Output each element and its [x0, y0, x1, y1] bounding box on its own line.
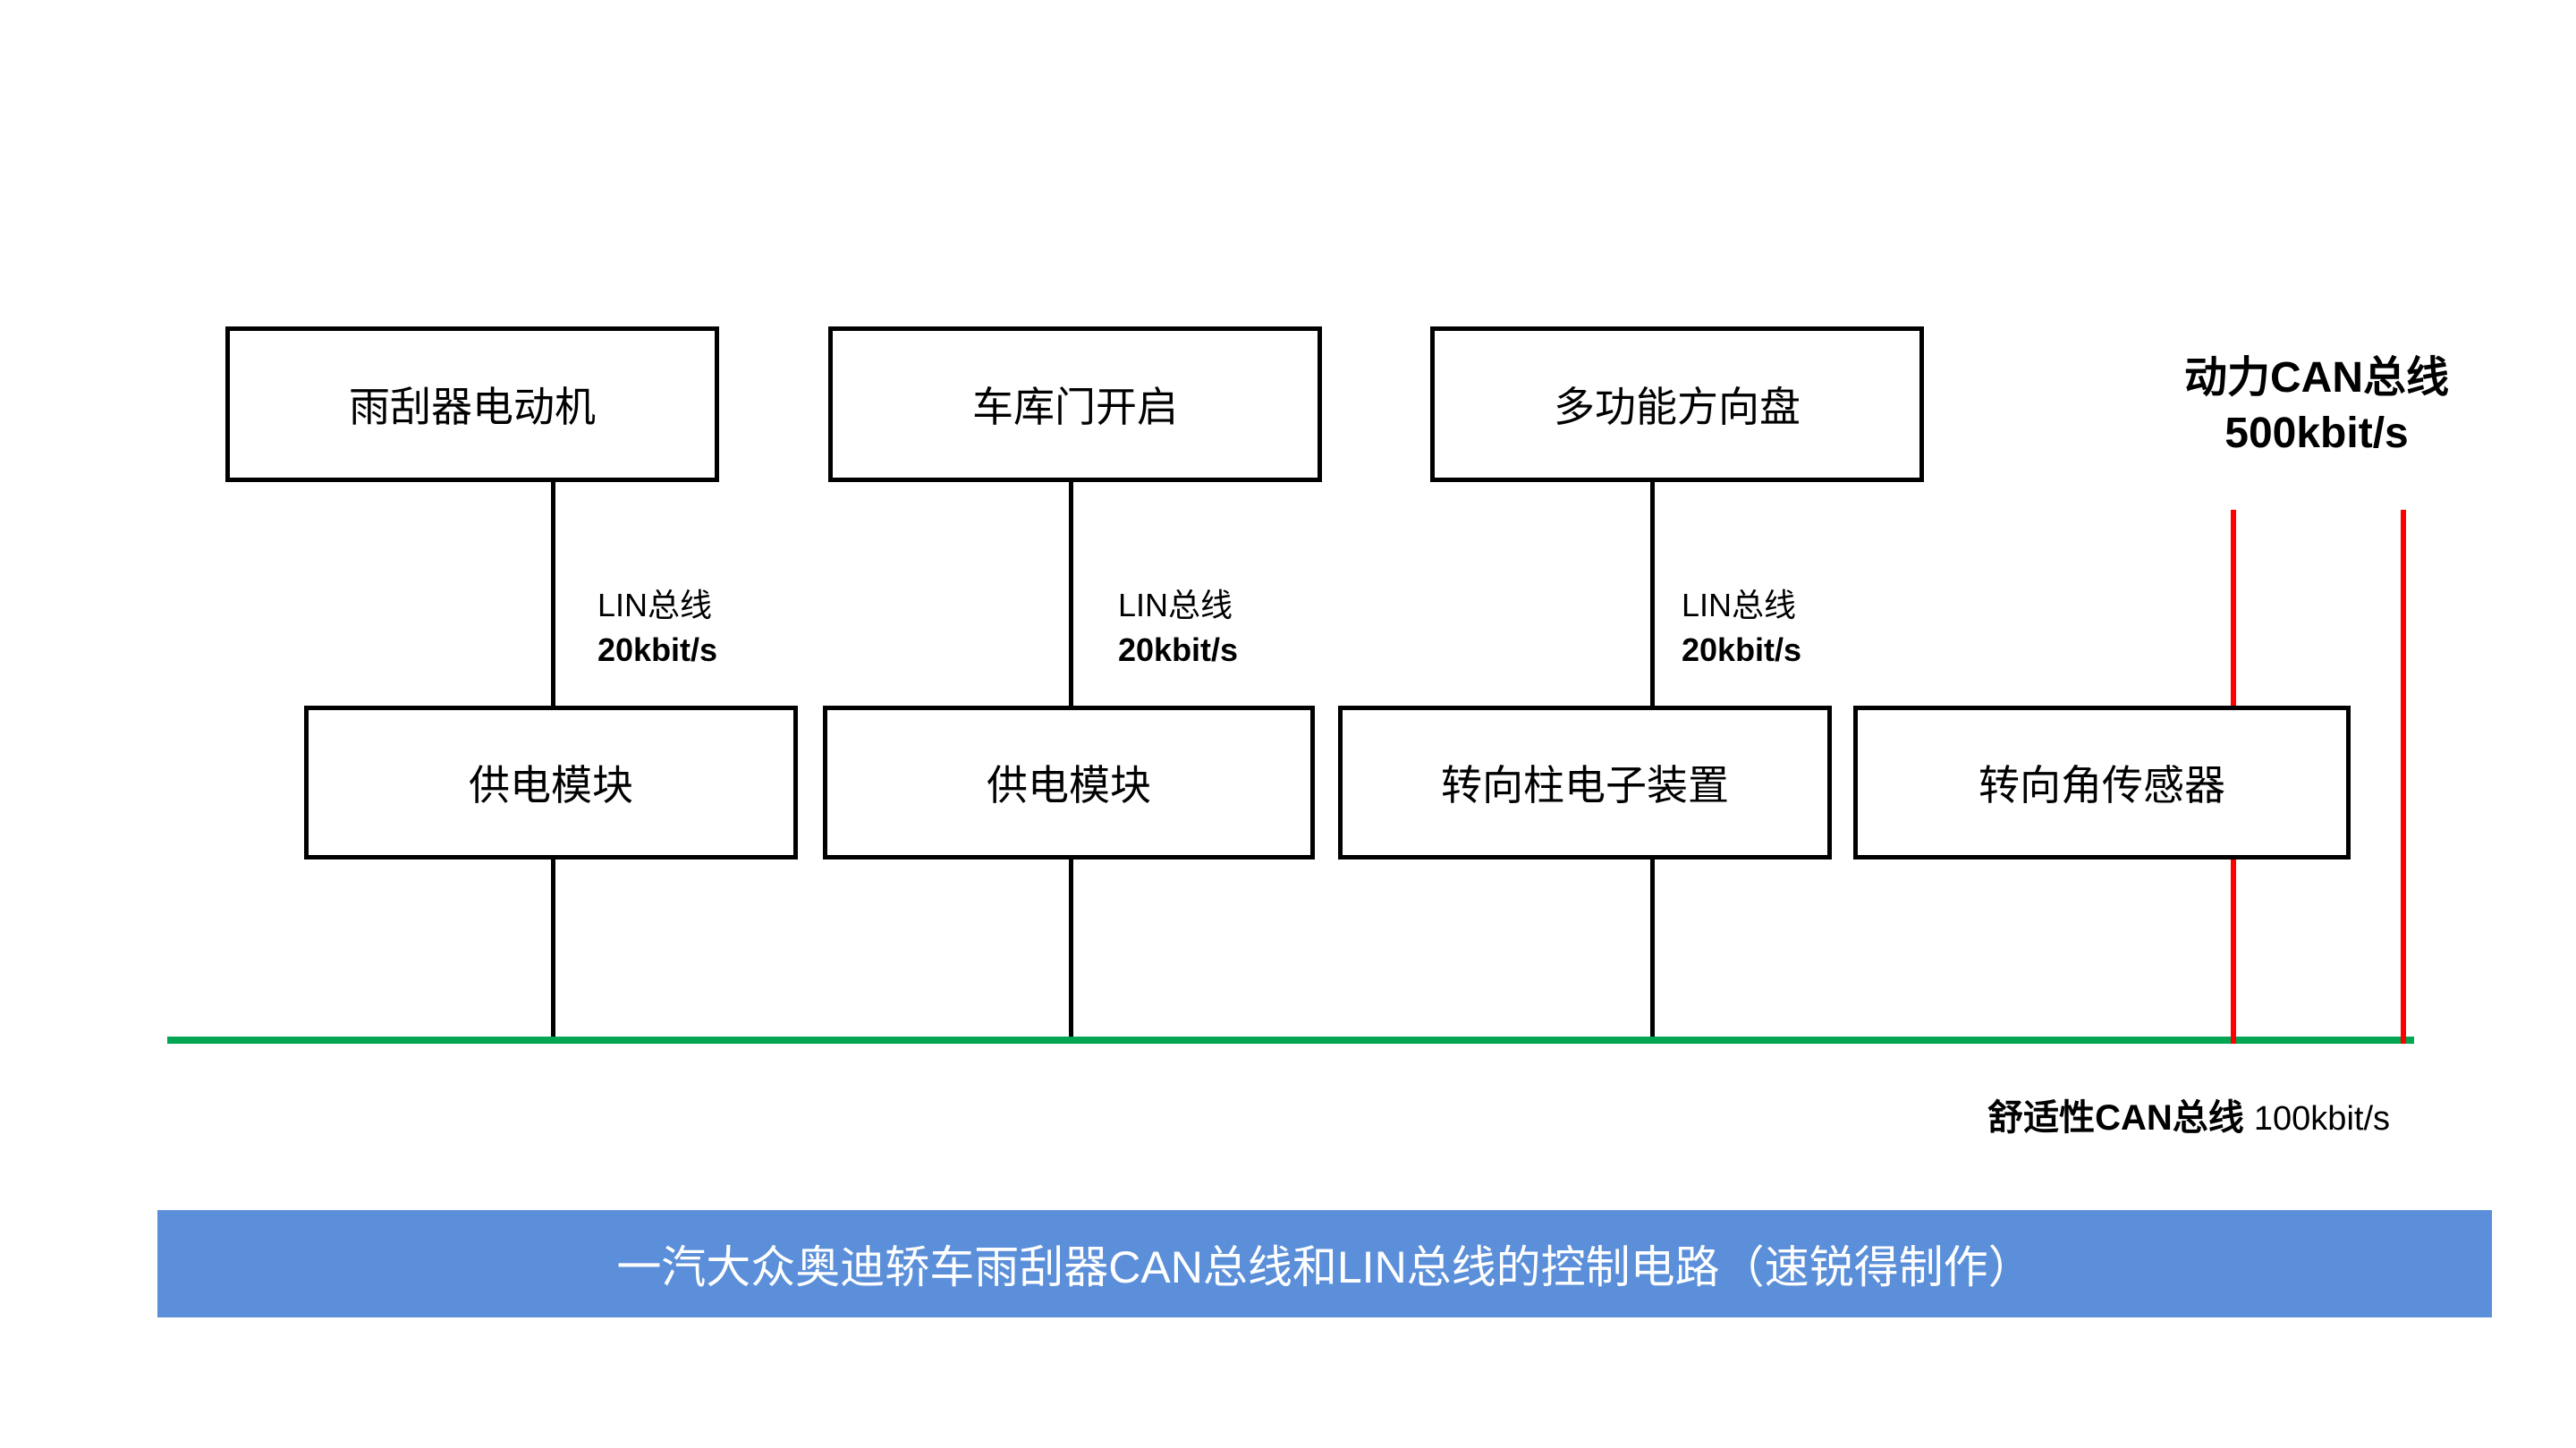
powertrain-can-label: 动力CAN总线 500kbit/s	[2084, 351, 2549, 461]
lin-label-1-bus: LIN总线	[597, 587, 713, 623]
lin-label-3: LIN总线 20kbit/s	[1682, 583, 1801, 673]
comfort-can-bus-line	[167, 1037, 2414, 1044]
powertrain-can-name: 动力CAN总线	[2184, 354, 2449, 402]
comfort-can-speed: 100kbit/s	[2253, 1100, 2390, 1138]
caption-text: 一汽大众奥迪轿车雨刮器CAN总线和LIN总线的控制电路（速锐得制作）	[616, 1242, 2033, 1292]
box-power-supply-module-2: 供电模块	[823, 706, 1315, 859]
lin-label-1: LIN总线 20kbit/s	[597, 583, 717, 673]
powertrain-can-speed: 500kbit/s	[2224, 410, 2409, 457]
comfort-can-label: 舒适性CAN总线 100kbit/s	[1789, 1097, 2390, 1140]
powertrain-can-line-right	[2401, 510, 2406, 1044]
comfort-can-name: 舒适性CAN总线	[1987, 1098, 2244, 1138]
box-steering-column-electronics: 转向柱电子装置	[1338, 706, 1832, 859]
box-steering-column-electronics-label: 转向柱电子装置	[1441, 762, 1729, 809]
lin-label-2-speed: 20kbit/s	[1118, 631, 1239, 668]
box-steering-angle-sensor-label: 转向角传感器	[1979, 762, 2225, 809]
box-power-supply-module-2-label: 供电模块	[987, 762, 1151, 809]
lin-label-1-speed: 20kbit/s	[597, 631, 718, 668]
box-wiper-motor-label: 雨刮器电动机	[349, 384, 596, 430]
lin-label-2: LIN总线 20kbit/s	[1118, 583, 1238, 673]
box-power-supply-module-1: 供电模块	[304, 706, 798, 859]
box-power-supply-module-1-label: 供电模块	[469, 762, 633, 809]
box-garage-door-opener: 车库门开启	[828, 326, 1322, 482]
box-steering-angle-sensor: 转向角传感器	[1853, 706, 2351, 859]
box-multifunction-steering-wheel: 多功能方向盘	[1430, 326, 1924, 482]
box-wiper-motor: 雨刮器电动机	[225, 326, 719, 482]
box-garage-door-opener-label: 车库门开启	[972, 384, 1178, 430]
lin-label-3-speed: 20kbit/s	[1682, 631, 1802, 668]
box-multifunction-steering-wheel-label: 多功能方向盘	[1554, 384, 1801, 430]
caption-banner: 一汽大众奥迪轿车雨刮器CAN总线和LIN总线的控制电路（速锐得制作）	[157, 1210, 2492, 1317]
lin-label-3-bus: LIN总线	[1682, 587, 1797, 623]
lin-label-2-bus: LIN总线	[1118, 587, 1233, 623]
